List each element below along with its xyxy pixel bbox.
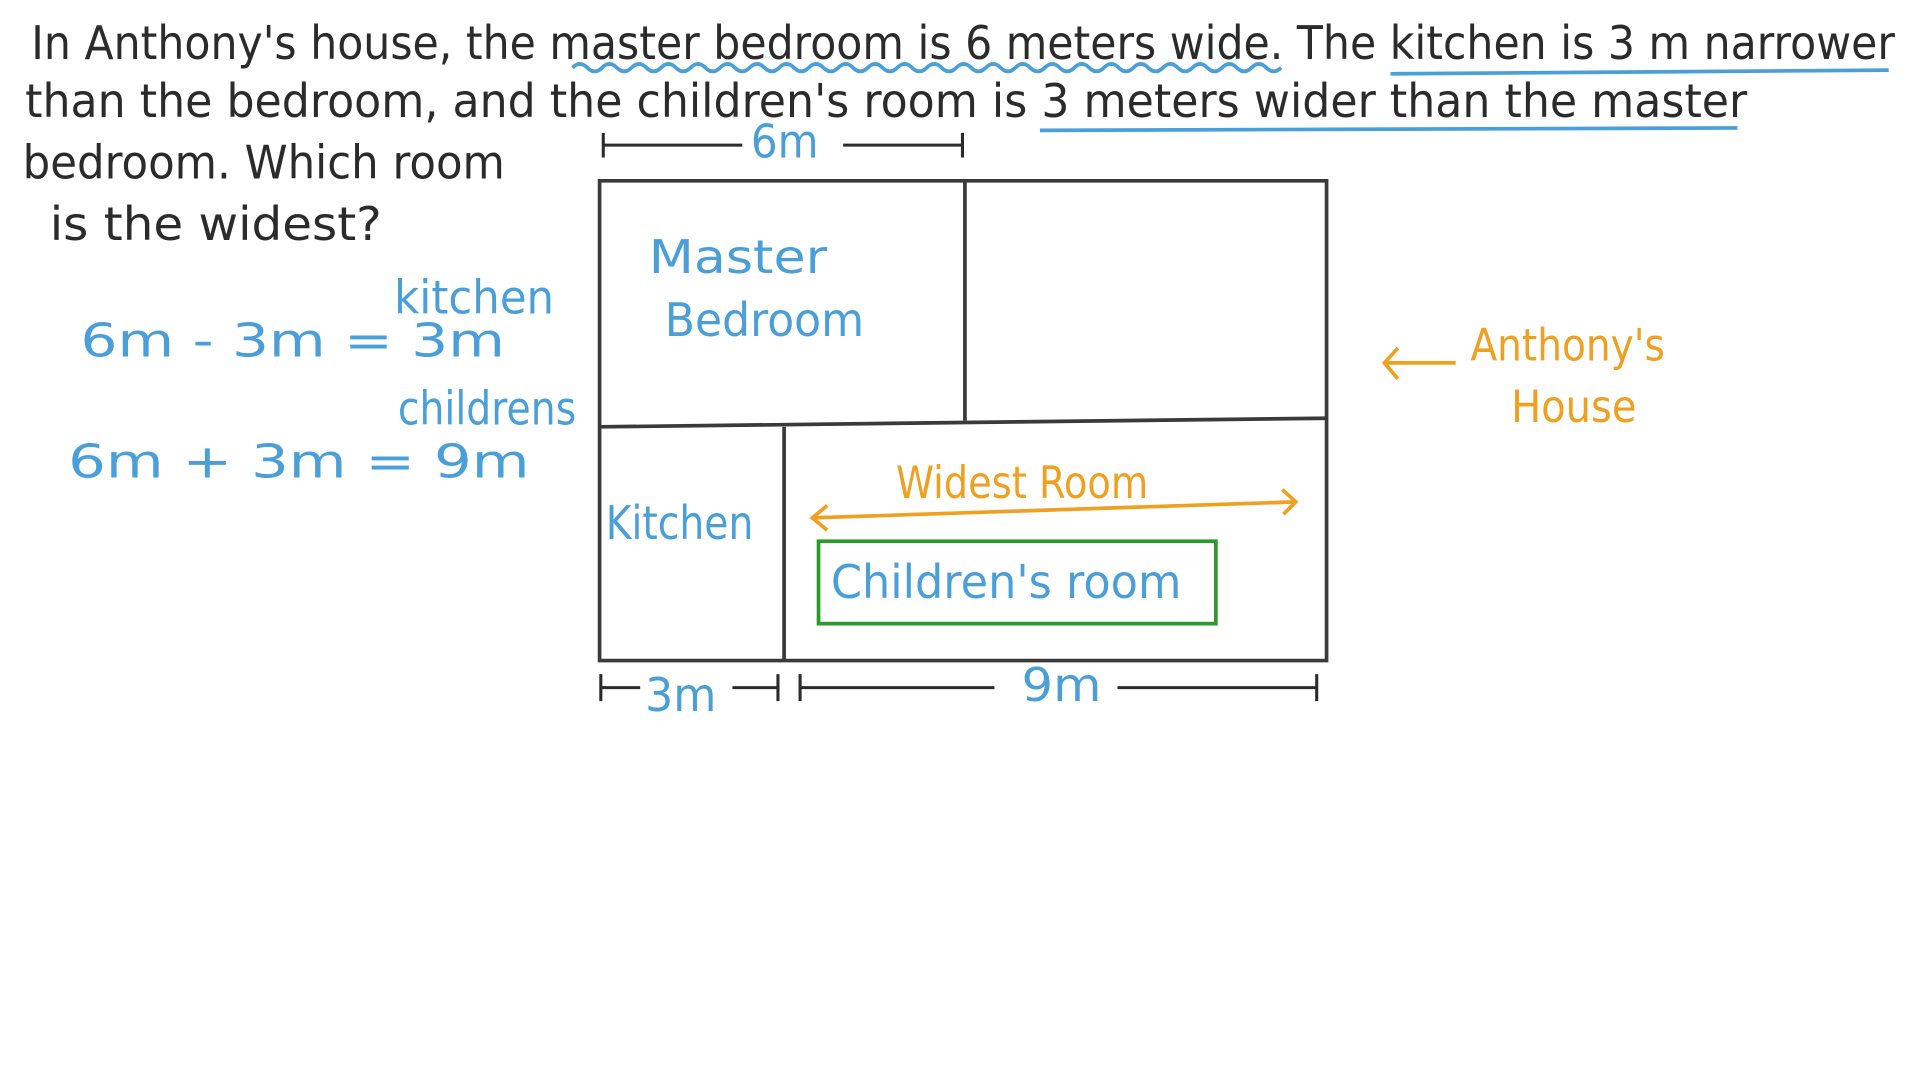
bottom-dimension-left-label: 3m xyxy=(645,669,716,723)
kitchen-room-label: Kitchen xyxy=(606,497,754,551)
house-outline xyxy=(597,178,1329,663)
house-label-1: Anthony's xyxy=(1470,320,1664,371)
childrens-equation: 6m + 3m = 9m xyxy=(68,435,529,489)
childrens-underline xyxy=(1039,126,1738,133)
childrens-room-label: Children's room xyxy=(831,556,1182,610)
house-pointer-arrow-icon xyxy=(1381,346,1456,381)
kitchen-underline xyxy=(1390,68,1889,76)
bottom-dimension-left-line xyxy=(599,674,780,702)
bottom-dimension-right-line xyxy=(798,674,1319,702)
master-bedroom-label-1: Master xyxy=(649,231,828,285)
top-dimension-label: 6m xyxy=(751,115,819,169)
kitchen-equation: 6m - 3m = 3m xyxy=(81,315,505,369)
wavy-underline xyxy=(571,62,1283,74)
kitchen-work-label: kitchen xyxy=(394,272,554,326)
master-bedroom-label-2: Bedroom xyxy=(665,294,864,348)
childrens-room-highlight-box xyxy=(816,539,1218,626)
question-line-2: than the bedroom, and the children's roo… xyxy=(25,75,1748,129)
question-line-4: is the widest? xyxy=(50,198,382,252)
widest-room-label: Widest Room xyxy=(896,458,1148,509)
childrens-work-label: childrens xyxy=(398,382,576,436)
widest-double-arrow xyxy=(809,488,1299,532)
top-dimension-line xyxy=(601,132,964,158)
bottom-dimension-right-label: 9m xyxy=(1022,659,1102,713)
wall-middle xyxy=(599,416,1327,429)
house-label-2: House xyxy=(1511,382,1636,433)
question-line-3: bedroom. Which room xyxy=(23,136,505,190)
